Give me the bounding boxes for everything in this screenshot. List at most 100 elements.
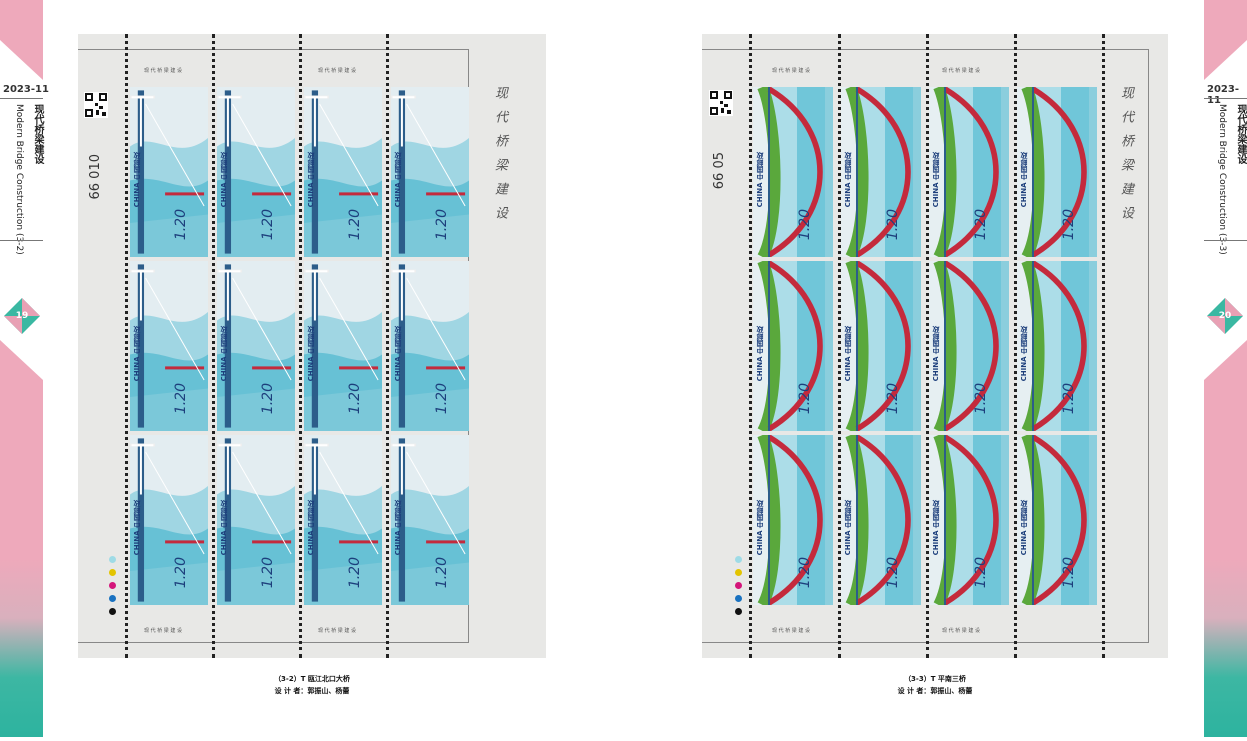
stamp-denomination: 1.20 [172, 557, 189, 589]
left-caption-designer: 设 计 者：郭振山、杨蕾 [274, 687, 350, 695]
stamp: CHINA 中国邮政 1.20 [1017, 435, 1097, 605]
stamp-denomination: 1.20 [797, 557, 813, 589]
perforation-line [749, 34, 752, 658]
top-margin-text: 现 代 桥 梁 建 设 [144, 68, 182, 74]
left-page-number: 19 [15, 311, 29, 321]
left-stamp-sheet: 现代桥梁建设 66 010 现 代 桥 梁 建 设 现 代 桥 梁 建 设 现 … [78, 34, 546, 658]
stamp: CHINA 中国邮政 1.20 [304, 87, 382, 257]
stamp-country-label: CHINA 中国邮政 [1020, 325, 1028, 381]
bridge-art [929, 87, 1009, 257]
right-issue-label: 2023-11 [1207, 84, 1239, 106]
sheet-border [702, 49, 1149, 643]
stamp-denomination: 1.20 [797, 383, 813, 415]
stamp-denomination: 1.20 [346, 209, 363, 241]
sheet-title: 现代桥梁建设 [1118, 86, 1133, 230]
stamp: CHINA 中国邮政 1.20 [217, 87, 295, 257]
perforation-line [212, 34, 215, 658]
color-registration-dots [735, 556, 743, 621]
stamp-denomination: 1.20 [346, 557, 363, 589]
left-page-badge: 19 [4, 298, 40, 334]
bridge-art [391, 435, 469, 605]
perforation-line [299, 34, 302, 658]
stamp-denomination: 1.20 [259, 383, 276, 415]
stamp-denomination: 1.20 [259, 209, 276, 241]
bridge-art [130, 87, 208, 257]
stamp: CHINA 中国邮政 1.20 [753, 261, 833, 431]
right-header-rule [1204, 98, 1247, 99]
stamp-country-label: CHINA 中国邮政 [1020, 499, 1028, 555]
stamp: CHINA 中国邮政 1.20 [753, 87, 833, 257]
perforation-line [386, 34, 389, 658]
perforation-line [926, 34, 929, 658]
stamp-denomination: 1.20 [973, 209, 989, 241]
color-registration-dots [109, 556, 117, 621]
stamp-country-label: CHINA 中国邮政 [220, 325, 228, 381]
bridge-art [1017, 261, 1097, 431]
bottom-margin-text: 现 代 桥 梁 建 设 [942, 628, 980, 634]
diamond-icon [4, 298, 40, 334]
stamp-denomination: 1.20 [973, 383, 989, 415]
stamp: CHINA 中国邮政 1.20 [217, 261, 295, 431]
qr-code-icon [84, 92, 108, 118]
right-side-title-cn: 现代桥梁建设 [1235, 104, 1246, 164]
stamp-country-label: CHINA 中国邮政 [394, 499, 402, 555]
left-header-rule [0, 98, 43, 99]
bridge-art [130, 435, 208, 605]
bottom-margin-text: 现 代 桥 梁 建 设 [318, 628, 356, 634]
bridge-art [391, 87, 469, 257]
stamp-denomination: 1.20 [1061, 557, 1077, 589]
bridge-art [841, 435, 921, 605]
right-caption: （3-3）T 平南三桥 设 计 者：郭振山、杨蕾 [835, 673, 1035, 697]
perforation-line [1102, 34, 1105, 658]
left-side-title-cn: 现代桥梁建设 [32, 104, 43, 164]
left-side-title-en: Modern Bridge Construction (3-2) [14, 104, 24, 255]
stamp-country-label: CHINA 中国邮政 [844, 499, 852, 555]
bridge-art [841, 87, 921, 257]
stamp-denomination: 1.20 [259, 557, 276, 589]
bridge-art [1017, 87, 1097, 257]
stamp-denomination: 1.20 [433, 209, 450, 241]
bridge-art [304, 87, 382, 257]
perforation-line [838, 34, 841, 658]
stamp-country-label: CHINA 中国邮政 [1020, 151, 1028, 207]
bridge-art [217, 261, 295, 431]
stamp-denomination: 1.20 [1061, 209, 1077, 241]
stamp-denomination: 1.20 [797, 209, 813, 241]
stamp-country-label: CHINA 中国邮政 [932, 325, 940, 381]
left-caption-title: （3-2）T 瓯江北口大桥 [274, 675, 350, 683]
stamp-country-label: CHINA 中国邮政 [756, 151, 764, 207]
perforation-line [125, 34, 128, 658]
right-page-number: 20 [1218, 311, 1232, 321]
stamp: CHINA 中国邮政 1.20 [1017, 87, 1097, 257]
stamp: CHINA 中国邮政 1.20 [929, 261, 1009, 431]
stamp-country-label: CHINA 中国邮政 [307, 151, 315, 207]
stamp-country-label: CHINA 中国邮政 [844, 325, 852, 381]
perforation-line [1014, 34, 1017, 658]
stamp-country-label: CHINA 中国邮政 [220, 151, 228, 207]
left-caption: （3-2）T 瓯江北口大桥 设 计 者：郭振山、杨蕾 [212, 673, 412, 697]
stamp-denomination: 1.20 [172, 209, 189, 241]
right-page-badge: 20 [1207, 298, 1243, 334]
right-band-graphic [1204, 0, 1247, 737]
left-decor-band [0, 0, 43, 737]
sheet-number: 66 010 [88, 154, 103, 200]
sheet-number: 66 05 [712, 152, 727, 190]
bridge-art [753, 87, 833, 257]
left-band-graphic [0, 0, 43, 737]
bottom-margin-text: 现 代 桥 梁 建 设 [144, 628, 182, 634]
stamp-country-label: CHINA 中国邮政 [844, 151, 852, 207]
stamp-country-label: CHINA 中国邮政 [756, 325, 764, 381]
left-header-rule-2 [0, 240, 43, 241]
stamp-country-label: CHINA 中国邮政 [307, 499, 315, 555]
